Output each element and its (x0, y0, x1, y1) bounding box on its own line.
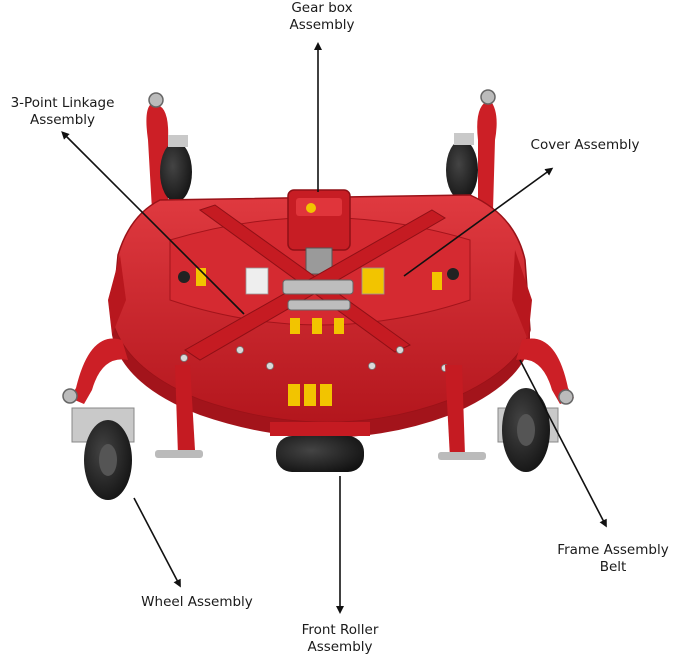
label-cover-line1: Cover Assembly (530, 137, 640, 153)
label-frame-line1: Frame Assembly (557, 542, 669, 558)
label-linkage-line1: 3-Point Linkage (10, 95, 115, 111)
rear-right-arm (477, 100, 497, 210)
arrow-cover (403, 167, 554, 277)
label-linkage: 3-Point Linkage Assembly (0, 95, 125, 129)
label-cover: Cover Assembly (520, 137, 650, 154)
rear-right-wheel (446, 140, 478, 200)
label-gear-box-line2: Assembly (289, 17, 355, 33)
arrow-frame (519, 359, 607, 528)
label-wheel: Wheel Assembly (132, 594, 262, 611)
label-roller-line1: Front Roller (301, 622, 379, 638)
label-roller: Front Roller Assembly (280, 622, 400, 656)
arrow-linkage (61, 131, 245, 315)
front-roller (276, 436, 364, 472)
mower-illustration (62, 89, 574, 500)
label-frame-line2: Belt (599, 559, 627, 575)
label-gear-box-line1: Gear box (291, 0, 353, 16)
label-wheel-line1: Wheel Assembly (141, 594, 253, 610)
label-frame: Frame Assembly Belt (548, 542, 678, 576)
leader-lines (61, 42, 607, 614)
label-roller-line2: Assembly (307, 639, 373, 655)
rear-left-wheel (160, 142, 192, 202)
label-linkage-line2: Assembly (29, 112, 96, 128)
arrow-wheel (133, 497, 181, 588)
label-gear-box: Gear box Assembly (262, 0, 382, 34)
